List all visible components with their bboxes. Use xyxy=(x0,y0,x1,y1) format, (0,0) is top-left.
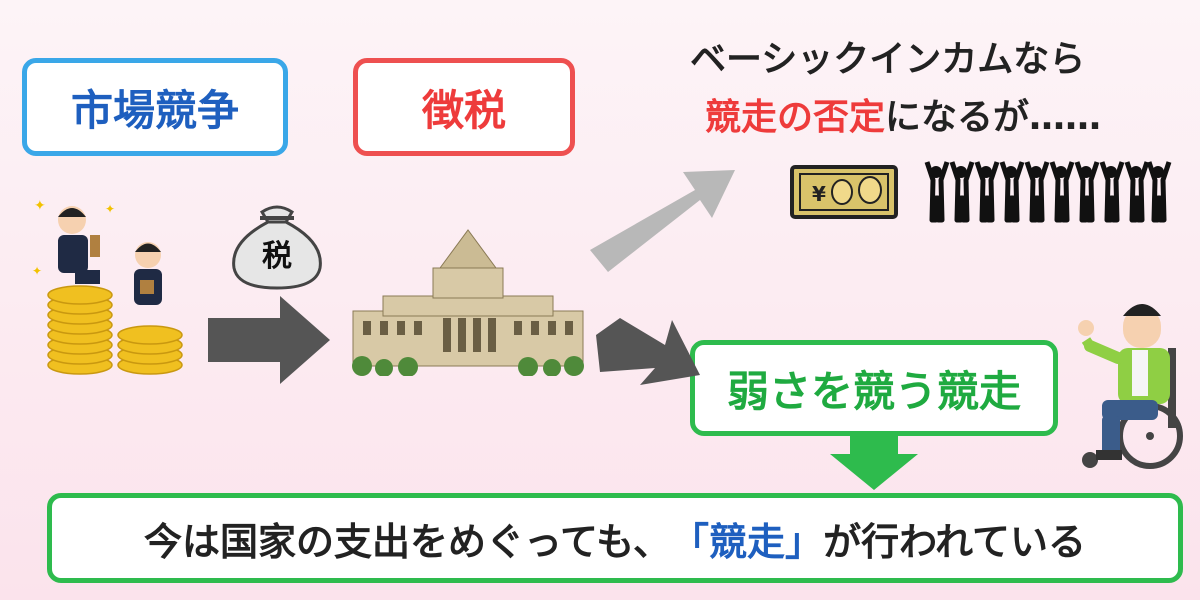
parliament-building-icon xyxy=(352,229,584,376)
tax-collection-box: 徴税 xyxy=(353,58,575,156)
weakness-competition-box: 弱さを競う競走 xyxy=(690,340,1058,436)
arrow-to-basic-income xyxy=(590,170,735,272)
conclusion-suffix: が行われている xyxy=(823,519,1087,564)
svg-text:✦: ✦ xyxy=(105,202,115,216)
conclusion-box: 今は国家の支出をめぐっても、「競走」が行われている xyxy=(47,493,1183,583)
banknote-icon: ¥ xyxy=(790,165,898,219)
conclusion-prefix: 今は国家の支出をめぐっても、 xyxy=(143,519,672,564)
market-competition-box: 市場競争 xyxy=(22,58,288,156)
arrow-down-to-conclusion xyxy=(830,436,918,490)
market-competition-label: 市場競争 xyxy=(70,85,239,135)
svg-text:✦: ✦ xyxy=(32,264,42,278)
arrow-to-weakness xyxy=(596,318,700,385)
crowd-icon xyxy=(924,160,1174,224)
businessmen-on-coins-icon: ✦ ✦ ✦ xyxy=(32,198,183,375)
arrow-to-parliament xyxy=(208,296,330,384)
wheelchair-person-icon xyxy=(1078,304,1183,469)
weakness-competition-label: 弱さを競う競走 xyxy=(726,366,1021,416)
tax-collection-label: 徴税 xyxy=(421,85,506,135)
conclusion-open-bracket: 「 xyxy=(671,519,710,564)
negation-of-competition-text: 競走の否定 xyxy=(705,97,886,138)
money-bag-icon: 税 xyxy=(232,205,322,290)
conclusion-close-bracket: 」 xyxy=(785,519,824,564)
basic-income-line2-rest: になるが…… xyxy=(885,97,1102,138)
money-bag-text: 税 xyxy=(262,239,292,274)
svg-text:✦: ✦ xyxy=(34,198,46,214)
banknote-symbol: ¥ xyxy=(812,182,826,206)
conclusion-highlight: 競走 xyxy=(709,519,786,564)
basic-income-line2: 競走の否定になるが…… xyxy=(705,88,1101,140)
basic-income-line1: ベーシックインカムなら xyxy=(690,39,1086,80)
